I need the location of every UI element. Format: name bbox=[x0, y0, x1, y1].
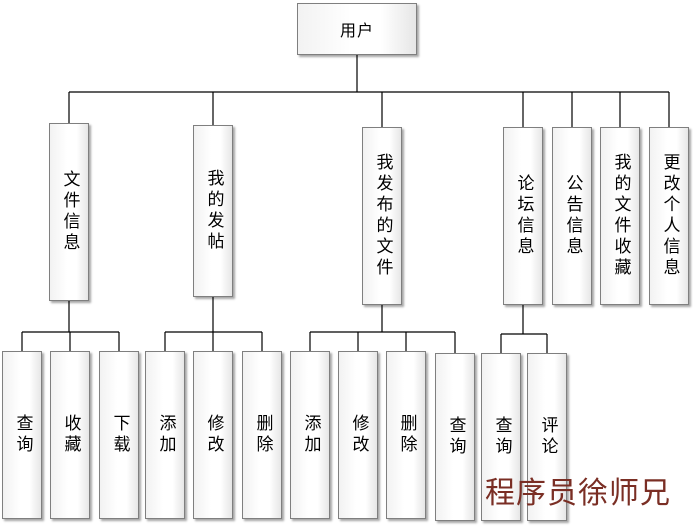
leaf-published-query: 查询 bbox=[435, 353, 475, 521]
leaf-label: 查询 bbox=[12, 414, 33, 456]
node-my-posts: 我的发帖 bbox=[193, 125, 233, 297]
node-forum-info: 论坛信息 bbox=[503, 127, 543, 305]
leaf-my-posts-add: 添加 bbox=[145, 351, 185, 519]
node-label: 我的文件收藏 bbox=[610, 153, 631, 279]
node-change-profile: 更改个人信息 bbox=[649, 127, 689, 305]
leaf-my-posts-delete: 删除 bbox=[242, 351, 282, 519]
leaf-my-posts-edit: 修改 bbox=[193, 351, 233, 519]
leaf-published-add: 添加 bbox=[290, 351, 330, 519]
node-file-info: 文件信息 bbox=[49, 123, 89, 301]
leaf-file-info-favorite: 收藏 bbox=[50, 351, 90, 519]
leaf-label: 下载 bbox=[109, 414, 130, 456]
leaf-file-info-download: 下载 bbox=[99, 351, 139, 519]
leaf-forum-query: 查询 bbox=[481, 353, 521, 521]
node-notice-info: 公告信息 bbox=[552, 127, 592, 305]
watermark-text: 程序员徐师兄 bbox=[485, 476, 671, 511]
node-label: 更改个人信息 bbox=[659, 153, 680, 279]
leaf-label: 收藏 bbox=[60, 414, 81, 456]
leaf-label: 修改 bbox=[203, 414, 224, 456]
leaf-forum-comment: 评论 bbox=[527, 353, 567, 521]
node-my-favorites: 我的文件收藏 bbox=[600, 127, 640, 305]
leaf-file-info-query: 查询 bbox=[2, 351, 42, 519]
leaf-published-edit: 修改 bbox=[338, 351, 378, 519]
leaf-label: 评论 bbox=[537, 416, 558, 458]
leaf-label: 查询 bbox=[491, 416, 512, 458]
node-label: 公告信息 bbox=[562, 174, 583, 258]
leaf-label: 查询 bbox=[445, 416, 466, 458]
node-label: 文件信息 bbox=[59, 170, 80, 254]
node-my-published-files: 我发布的文件 bbox=[362, 127, 402, 305]
leaf-published-delete: 删除 bbox=[386, 351, 426, 519]
leaf-label: 修改 bbox=[348, 414, 369, 456]
leaf-label: 删除 bbox=[396, 414, 417, 456]
node-label: 论坛信息 bbox=[513, 174, 534, 258]
node-label: 我发布的文件 bbox=[372, 153, 393, 279]
leaf-label: 添加 bbox=[300, 414, 321, 456]
root-node-label: 用户 bbox=[339, 21, 374, 40]
root-node-user: 用户 bbox=[297, 3, 417, 55]
leaf-label: 添加 bbox=[155, 414, 176, 456]
node-label: 我的发帖 bbox=[203, 169, 224, 253]
leaf-label: 删除 bbox=[252, 414, 273, 456]
